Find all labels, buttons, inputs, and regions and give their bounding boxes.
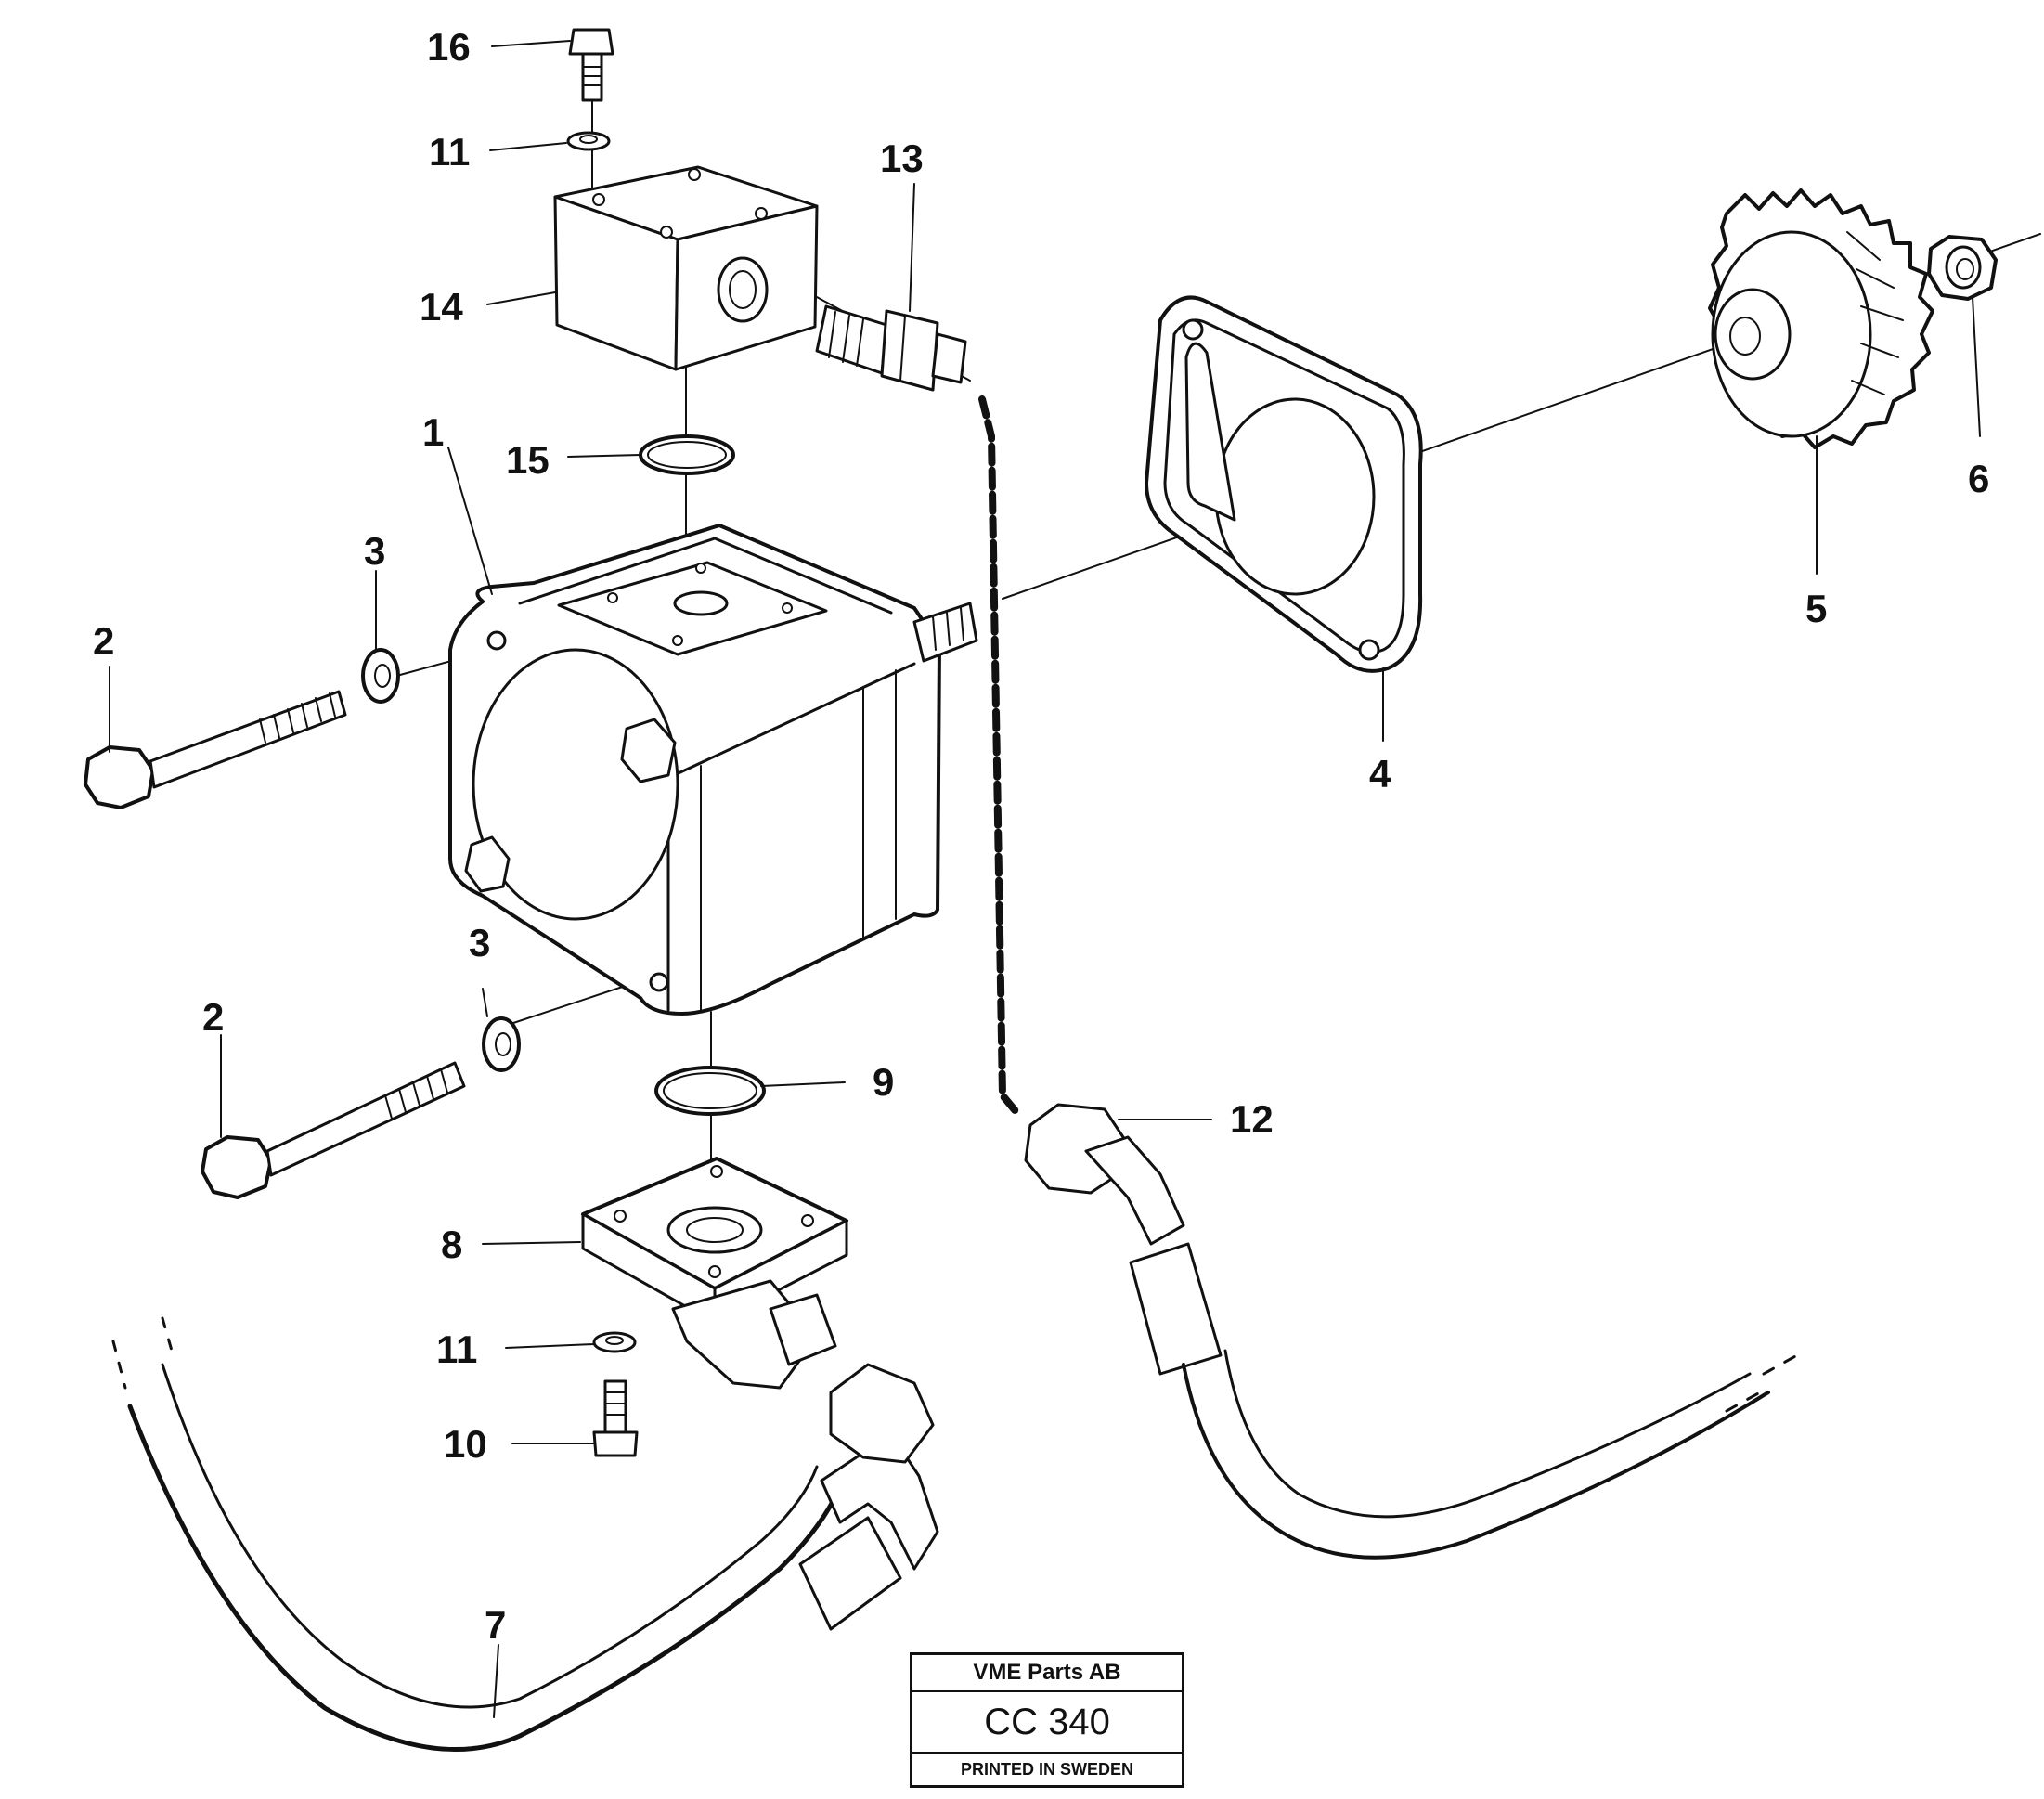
part-4-gasket [1145,295,1423,673]
callout-14: 14 [420,285,463,329]
part-11-washer-bottom [592,1331,637,1353]
callout-11-bottom: 11 [436,1327,477,1371]
callout-7: 7 [485,1603,506,1647]
part-16-bolt [568,28,614,102]
callout-9: 9 [873,1060,894,1104]
leader-lines [109,40,1981,1718]
callout-5: 5 [1805,587,1827,630]
callout-13: 13 [880,136,924,180]
callout-4: 4 [1369,752,1391,796]
callout-3-upper: 3 [364,529,385,573]
callout-10: 10 [444,1422,487,1466]
part-2-bolt-lower [201,1061,466,1199]
callout-12: 12 [1230,1097,1274,1141]
part-15-o-ring [639,434,735,475]
callout-6: 6 [1968,457,1989,500]
company-name: VME Parts AB [912,1655,1182,1692]
part-3-washer-lower [482,1016,521,1072]
callout-16: 16 [427,25,471,69]
callout-2-lower: 2 [202,995,224,1039]
part-7-hose [111,1316,939,1753]
part-6-nut [1927,235,1998,301]
printed-note: PRINTED IN SWEDEN [960,1759,1133,1779]
part-8-flange [581,1157,848,1390]
part-2-bolt-upper [84,690,347,809]
callout-3-lower: 3 [469,921,490,964]
callout-labels: 16 11 14 13 15 1 3 2 4 5 6 3 2 9 12 8 11… [93,25,1989,1647]
part-9-o-ring [654,1066,766,1116]
title-block: VME Parts AB CC 340 PRINTED IN SWEDEN [910,1652,1184,1788]
callout-15: 15 [506,438,550,482]
callout-2-upper: 2 [93,619,114,663]
part-13-fitting [815,304,967,392]
part-3-washer-upper [361,648,400,704]
part-11-washer-top [566,131,611,151]
part-14-valve-block [553,165,819,371]
part-5-gear [1708,188,1934,449]
part-1-pump-body [448,524,978,1016]
callout-1: 1 [422,410,444,454]
part-12-hose [1024,1103,1807,1560]
callout-8: 8 [441,1223,462,1266]
drawing-code: CC 340 [912,1692,1182,1754]
callout-11-top: 11 [429,130,470,174]
part-10-bolt [592,1379,639,1457]
connection-path-dashed [978,395,1020,1116]
